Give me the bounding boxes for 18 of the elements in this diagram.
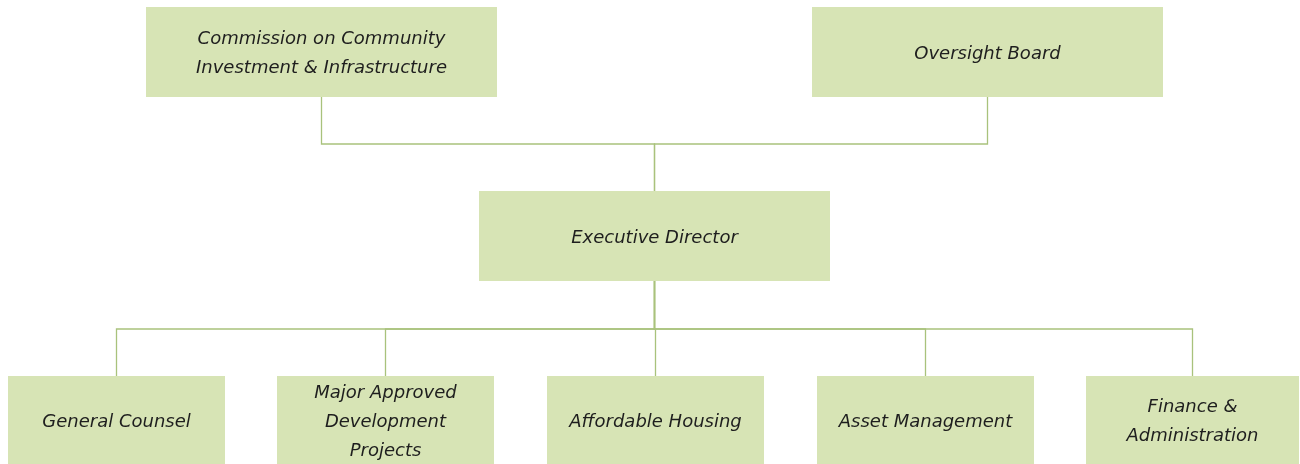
box-title: Affordable Housing xyxy=(569,408,742,433)
box-title: Oversight Board xyxy=(914,40,1061,65)
org-box xyxy=(1086,376,1299,464)
box-title: Asset Management xyxy=(838,408,1013,433)
org-box xyxy=(8,376,225,464)
connector-line xyxy=(653,96,989,192)
connector-line xyxy=(653,280,1194,377)
box-title: Finance & Administration xyxy=(1124,394,1260,447)
org-box xyxy=(812,7,1163,97)
org-box xyxy=(817,376,1034,464)
org-box xyxy=(479,191,830,281)
org-box xyxy=(146,7,497,97)
box-title: Commission on Community Investment & Infrastructure xyxy=(195,26,448,79)
org-box xyxy=(547,376,764,464)
box-title: Executive Director xyxy=(571,224,738,249)
box-title: General Counsel xyxy=(42,408,191,433)
box-title: Major Approved Development Projects xyxy=(313,379,458,462)
org-box xyxy=(277,376,494,464)
